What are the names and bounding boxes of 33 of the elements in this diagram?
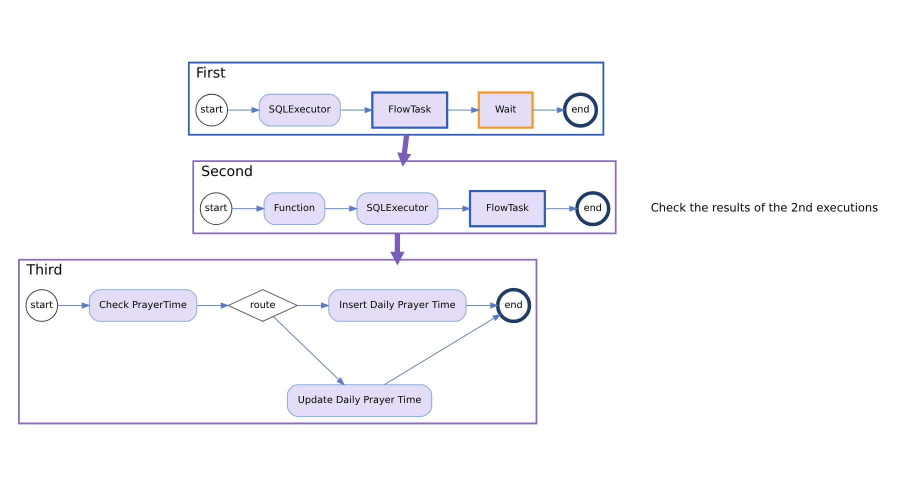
arrow — [532, 106, 566, 113]
node-circle: end — [562, 92, 598, 128]
label: Check the results of the 2nd executions — [650, 200, 878, 214]
node-circle: end — [575, 190, 610, 226]
node-box: Check PrayerTime — [88, 288, 198, 322]
node-diamond: route — [227, 288, 298, 322]
arrow — [544, 205, 578, 212]
arrow — [196, 302, 230, 308]
arrow — [324, 205, 358, 212]
node-circle: start — [195, 93, 228, 126]
node-box: Update Daily Prayer Time — [286, 384, 432, 416]
arrow — [340, 106, 374, 113]
arrow — [397, 134, 412, 166]
arrow — [438, 205, 472, 212]
arrow — [390, 232, 405, 265]
node-circle: start — [200, 192, 232, 224]
node-box: Wait — [478, 90, 534, 128]
node-box: SQLExecutor — [258, 93, 341, 126]
node-box: Function — [264, 192, 326, 224]
node-box: SQLExecutor — [356, 192, 438, 224]
arrow — [384, 313, 502, 385]
arrow — [466, 302, 499, 308]
node-box: FlowTask — [371, 90, 448, 128]
node-box: Insert Daily Prayer Time — [328, 288, 466, 322]
node-circle: end — [496, 287, 532, 323]
node-box: FlowTask — [468, 189, 546, 227]
arrow — [58, 302, 91, 308]
arrow — [273, 316, 345, 386]
arrow — [296, 302, 330, 308]
node-circle: start — [26, 288, 58, 322]
arrow — [446, 106, 480, 113]
arrow — [232, 205, 266, 212]
arrow — [227, 106, 260, 113]
